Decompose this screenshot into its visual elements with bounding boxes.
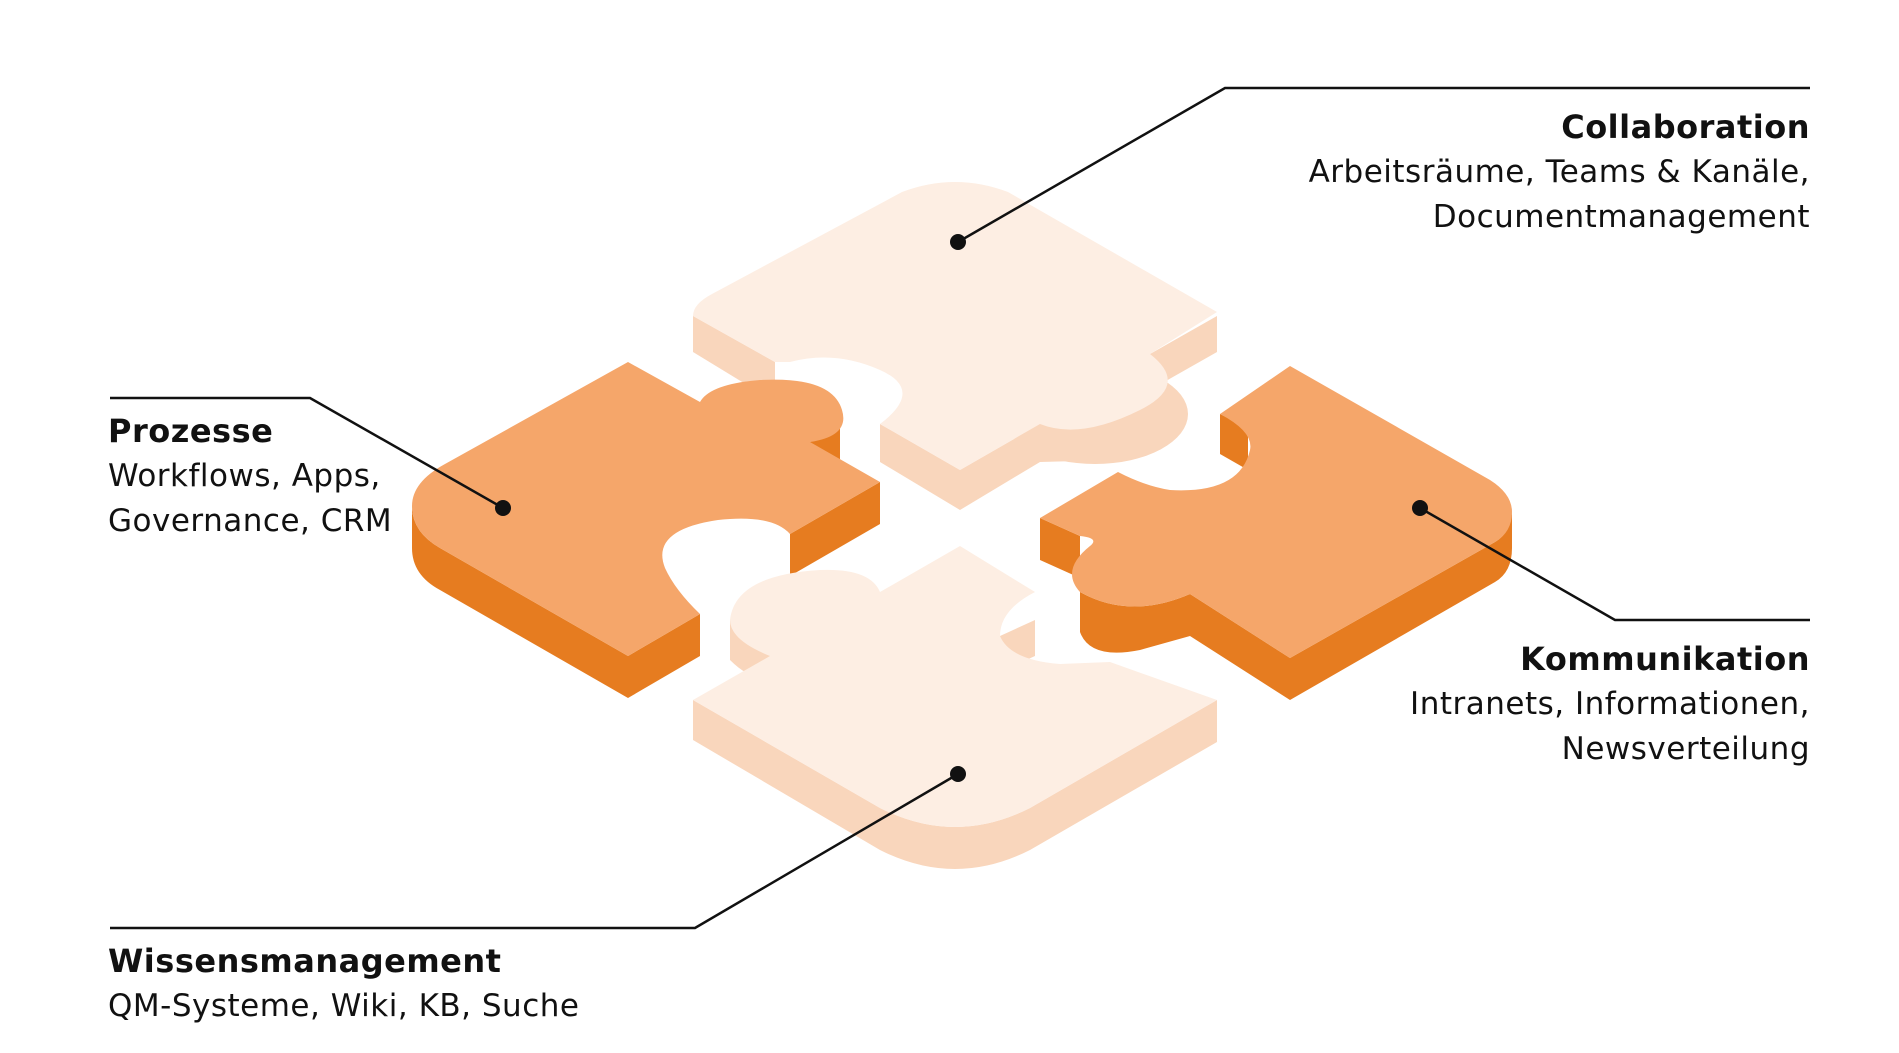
label-title: Collaboration bbox=[1561, 108, 1810, 146]
desc-line: Governance, CRM bbox=[108, 503, 393, 540]
leader-line bbox=[110, 772, 959, 930]
leader-line bbox=[110, 396, 504, 510]
desc-line: Workflows, Apps, bbox=[108, 458, 381, 495]
desc-line: Documentmanagement bbox=[1432, 199, 1810, 236]
desc-line: Newsverteilung bbox=[1561, 731, 1810, 768]
anchor-dot bbox=[495, 500, 511, 516]
piece-top bbox=[693, 546, 1217, 827]
desc-line: Arbeitsräume, Teams & Kanäle, bbox=[1308, 154, 1810, 191]
puzzle-piece-wissensmanagement bbox=[693, 546, 1217, 869]
label-wissensmanagement: Wissensmanagement QM-Systeme, Wiki, KB, … bbox=[108, 938, 579, 1029]
connector-prozesse bbox=[110, 396, 511, 516]
piece-top bbox=[1040, 366, 1512, 658]
puzzle-piece-collaboration bbox=[693, 182, 1217, 510]
leader-line bbox=[1419, 506, 1810, 622]
puzzle-piece-kommunikation bbox=[1040, 366, 1512, 700]
desc-line: Intranets, Informationen, bbox=[1410, 686, 1810, 723]
label-description: Intranets, Informationen, Newsverteilung bbox=[1410, 682, 1810, 772]
label-description: QM-Systeme, Wiki, KB, Suche bbox=[108, 984, 579, 1029]
label-kommunikation: Kommunikation Intranets, Informationen, … bbox=[1410, 636, 1810, 772]
label-title: Kommunikation bbox=[1520, 640, 1810, 678]
leader-line bbox=[957, 86, 1810, 244]
label-title: Prozesse bbox=[108, 412, 274, 450]
piece-top bbox=[693, 182, 1217, 470]
anchor-dot bbox=[950, 766, 966, 782]
connector-collaboration bbox=[950, 86, 1810, 250]
anchor-dot bbox=[1412, 500, 1428, 516]
label-prozesse: Prozesse Workflows, Apps, Governance, CR… bbox=[108, 408, 392, 544]
puzzle-piece-prozesse bbox=[412, 362, 880, 698]
desc-line: QM-Systeme, Wiki, KB, Suche bbox=[108, 988, 580, 1025]
label-title: Wissensmanagement bbox=[108, 942, 502, 980]
piece-top bbox=[412, 362, 880, 656]
label-description: Workflows, Apps, Governance, CRM bbox=[108, 454, 392, 544]
label-collaboration: Collaboration Arbeitsräume, Teams & Kanä… bbox=[1309, 104, 1810, 240]
connector-wissensmanagement bbox=[110, 766, 966, 930]
label-description: Arbeitsräume, Teams & Kanäle, Documentma… bbox=[1309, 150, 1810, 240]
piece-side bbox=[1040, 414, 1512, 700]
anchor-dot bbox=[950, 234, 966, 250]
connector-kommunikation bbox=[1412, 500, 1810, 622]
